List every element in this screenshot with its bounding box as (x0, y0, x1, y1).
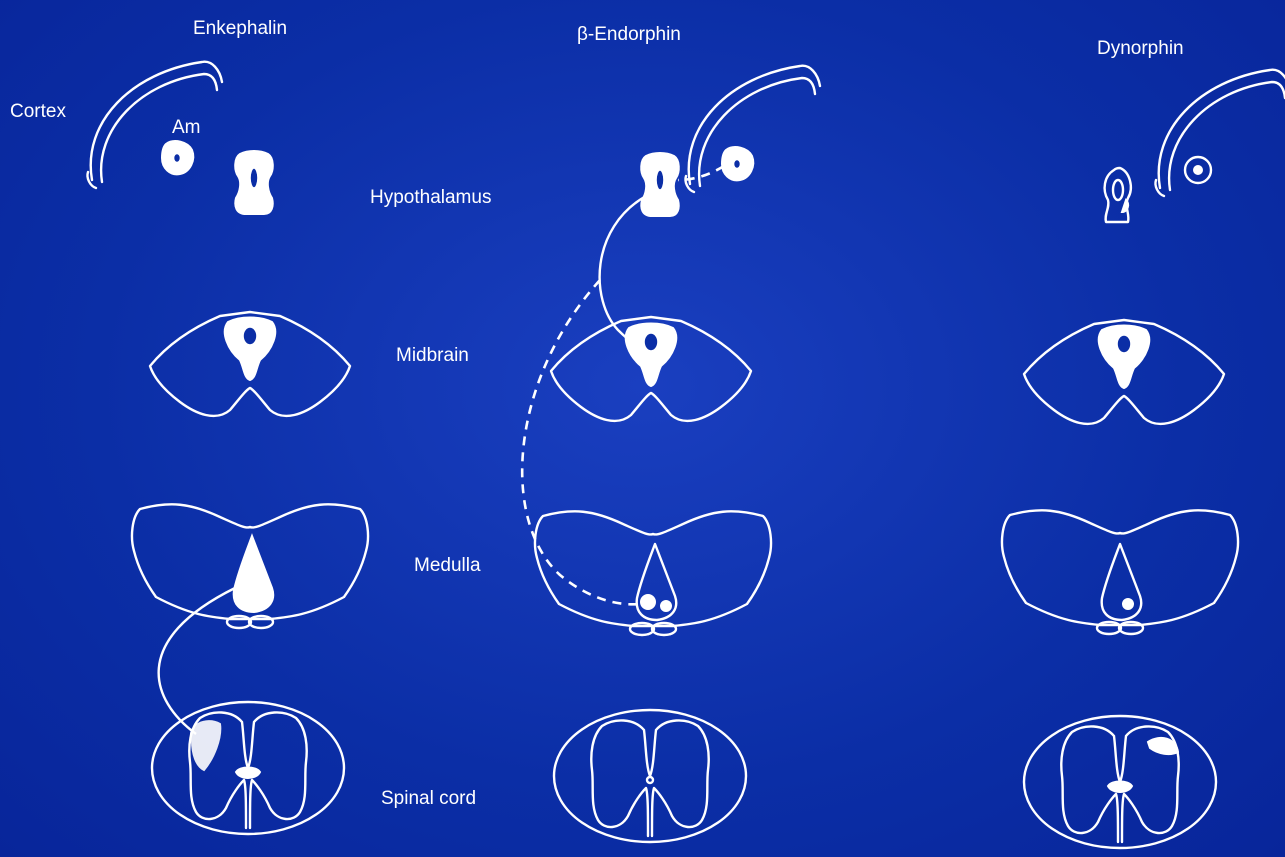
dynorphin-midbrain (1024, 320, 1224, 424)
beta-endorphin-column-title: β-Endorphin (577, 24, 681, 45)
amygdala-label: Am (172, 117, 201, 138)
midbrain-label: Midbrain (396, 345, 469, 366)
dynorphin-medulla (1002, 510, 1238, 634)
endorphin-cortex (685, 66, 820, 192)
dynorphin-amygdala (1185, 157, 1211, 183)
medulla-label: Medulla (414, 555, 481, 576)
enkephalin-hypothalamus (235, 151, 273, 214)
dynorphin-cortex (1155, 70, 1285, 196)
cortex-label: Cortex (10, 101, 66, 122)
endorphin-hypothalamus (641, 153, 679, 216)
dynorphin-spinal-cord (1024, 716, 1216, 848)
spinal-cord-label: Spinal cord (381, 788, 476, 809)
enkephalin-medulla (132, 504, 368, 628)
endorphin-spinal-cord (554, 710, 746, 842)
endorphin-medulla (535, 511, 771, 635)
enkephalin-amygdala (162, 141, 193, 174)
enkephalin-cortex (87, 62, 222, 188)
hypothalamus-label: Hypothalamus (370, 187, 491, 208)
endorphin-hypothalamus-to-medulla-pathway (522, 280, 640, 604)
dynorphin-column-title: Dynorphin (1097, 38, 1184, 59)
dynorphin-hypothalamus (1105, 168, 1131, 222)
enkephalin-midbrain (150, 312, 350, 416)
endorphin-midbrain (551, 317, 751, 421)
enkephalin-column-title: Enkephalin (193, 18, 287, 39)
endorphin-amygdala (722, 147, 753, 180)
